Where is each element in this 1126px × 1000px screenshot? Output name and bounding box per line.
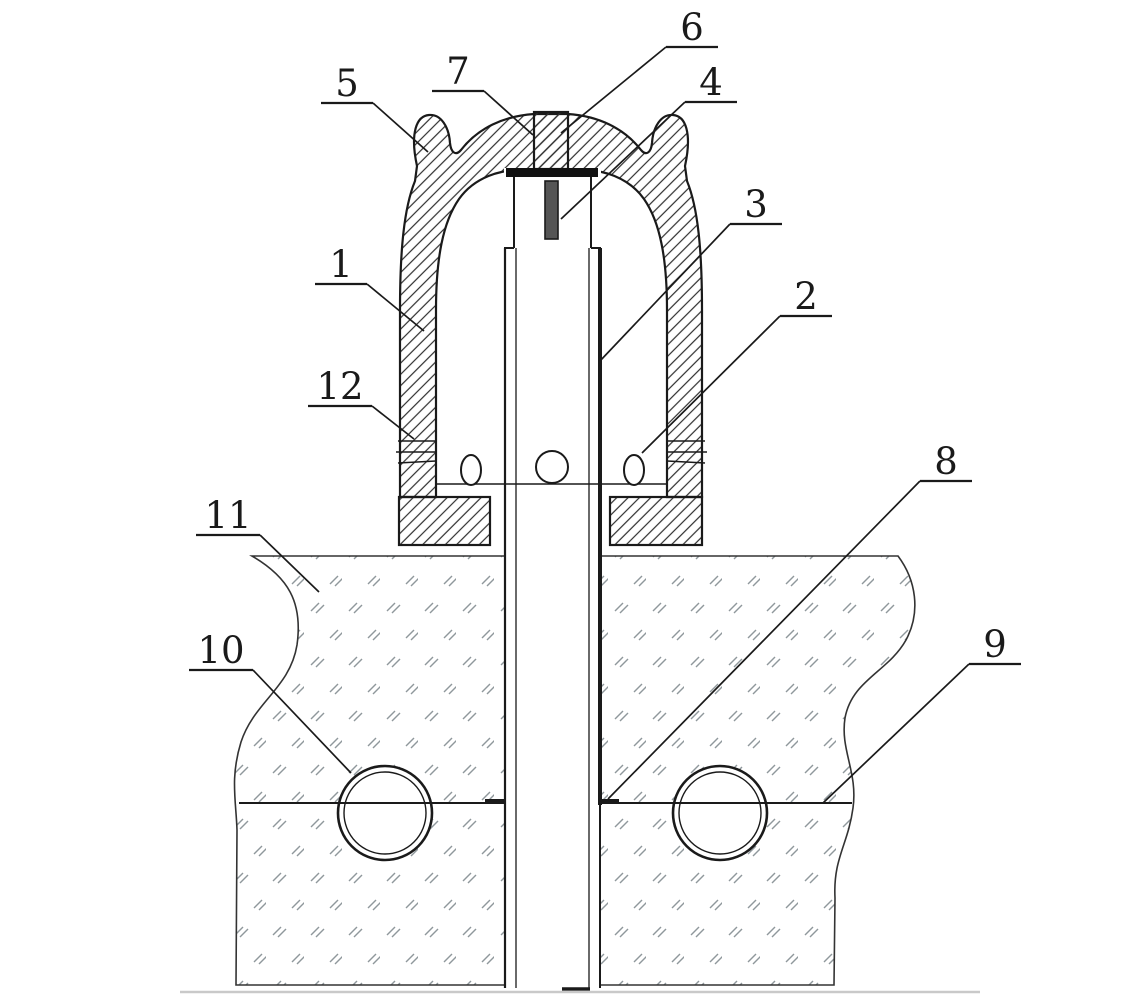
leader-line-1 [366, 283, 425, 332]
part-label-3: 3 [598, 183, 782, 363]
part-label-7: 7 [432, 50, 534, 136]
leader-line-9 [822, 663, 970, 804]
part-label-5: 5 [321, 62, 429, 153]
part-label-8: 8 [607, 440, 972, 800]
leader-line-2 [641, 315, 781, 454]
right-duct-hole [671, 764, 769, 862]
inner-rod [544, 180, 559, 240]
part-number-6: 6 [680, 6, 704, 49]
top-plug [532, 110, 570, 171]
right-collar-grooves [666, 440, 707, 464]
part-number-5: 5 [335, 62, 359, 105]
left-duct-hole [336, 764, 434, 862]
left-duct-outer-ring [336, 764, 434, 862]
right-duct-outer-ring [671, 764, 769, 862]
leader-line-7 [483, 90, 534, 136]
leader-line-12 [371, 405, 415, 440]
reference-labels: 5 7 6 4 3 [189, 6, 1021, 804]
part-number-7: 7 [446, 50, 470, 93]
part-number-12: 12 [316, 365, 363, 408]
tube-clearance [504, 168, 601, 988]
part-label-6: 6 [560, 6, 718, 134]
part-number-4: 4 [699, 61, 723, 104]
part-number-2: 2 [794, 275, 818, 318]
part-number-1: 1 [329, 243, 353, 286]
cavity-details [436, 180, 667, 486]
part-number-3: 3 [744, 183, 768, 226]
part-label-1: 1 [315, 243, 425, 332]
tube-top-plate [506, 168, 598, 177]
central-tube [503, 168, 602, 991]
leader-line-4 [560, 101, 686, 220]
center-lock-ball [535, 450, 569, 484]
leader-line-8 [607, 480, 921, 800]
right-lock-ball [623, 454, 645, 486]
part-label-2: 2 [641, 275, 832, 454]
left-duct-inner-ring [343, 771, 427, 855]
part-number-8: 8 [934, 440, 958, 483]
part-label-10: 10 [189, 629, 352, 774]
base-flange-left [397, 495, 492, 547]
part-number-10: 10 [197, 629, 244, 672]
left-collar-grooves [396, 440, 437, 464]
part-label-11: 11 [196, 494, 320, 593]
base-flange-right [608, 495, 704, 547]
leader-line-5 [372, 102, 429, 153]
part-number-11: 11 [204, 494, 251, 537]
leader-line-11 [259, 534, 320, 593]
leader-line-10 [252, 669, 352, 774]
left-lock-ball [460, 454, 482, 486]
part-number-9: 9 [983, 623, 1007, 666]
leader-line-3 [598, 223, 731, 363]
part-label-4: 4 [560, 61, 737, 220]
part-label-12: 12 [308, 365, 415, 440]
right-duct-inner-ring [678, 771, 762, 855]
leader-line-6 [560, 46, 667, 134]
part-label-9: 9 [822, 623, 1021, 804]
